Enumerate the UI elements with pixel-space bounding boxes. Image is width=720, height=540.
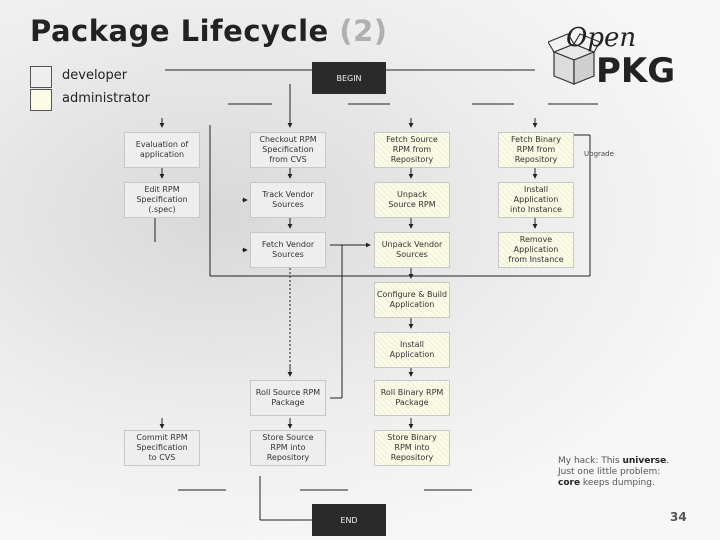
note-bold-core: core [558, 478, 581, 488]
upgrade-label: Upgrade [584, 150, 614, 158]
evaluation-box: Evaluation of application [124, 132, 200, 168]
roll-source-box: Roll Source RPM Package [250, 380, 326, 416]
openpkg-logo: Open PKG [548, 23, 675, 90]
store-binary-box: Store Binary RPM into Repository [374, 430, 450, 466]
box-icon [548, 33, 601, 85]
remove-instance-box: Remove Application from Instance [498, 232, 574, 268]
slide-title: Package Lifecycle (2) [30, 14, 388, 48]
fetch-source-box: Fetch Source RPM from Repository [374, 132, 450, 168]
unpack-vendor-box: Unpack Vendor Sources [374, 232, 450, 268]
logo-open-text: Open [566, 23, 636, 53]
title-text: Package Lifecycle [30, 14, 340, 48]
note-text-2: . Just one little problem: [558, 456, 670, 477]
store-source-box: Store Source RPM into Repository [250, 430, 326, 466]
title-number: (2) [339, 14, 388, 48]
fetch-binary-box: Fetch Binary RPM from Repository [498, 132, 574, 168]
legend-label-administrator: administrator [62, 91, 150, 106]
commit-spec-box: Commit RPM Specification to CVS [124, 430, 200, 466]
legend-label-developer: developer [62, 68, 128, 83]
begin-node: BEGIN [312, 62, 386, 94]
hack-note: My hack: This universe. Just one little … [558, 456, 669, 489]
configure-build-box: Configure & Build Application [374, 282, 450, 318]
note-text-3: keeps dumping. [580, 478, 655, 488]
logo-pkg-text: PKG [596, 51, 675, 90]
end-node: END [312, 504, 386, 536]
page-number: 34 [670, 510, 687, 524]
checkout-spec-box: Checkout RPM Specification from CVS [250, 132, 326, 168]
unpack-source-box: Unpack Source RPM [374, 182, 450, 218]
roll-binary-box: Roll Binary RPM Package [374, 380, 450, 416]
install-app-box: Install Application [374, 332, 450, 368]
track-vendor-box: Track Vendor Sources [250, 182, 326, 218]
note-text-1: My hack: This [558, 456, 623, 466]
legend-swatch-developer [30, 66, 52, 88]
install-instance-box: Install Application into Instance [498, 182, 574, 218]
edit-spec-box: Edit RPM Specification (.spec) [124, 182, 200, 218]
legend-swatch-administrator [30, 89, 52, 111]
note-bold-universe: universe [622, 456, 667, 466]
fetch-vendor-box: Fetch Vendor Sources [250, 232, 326, 268]
